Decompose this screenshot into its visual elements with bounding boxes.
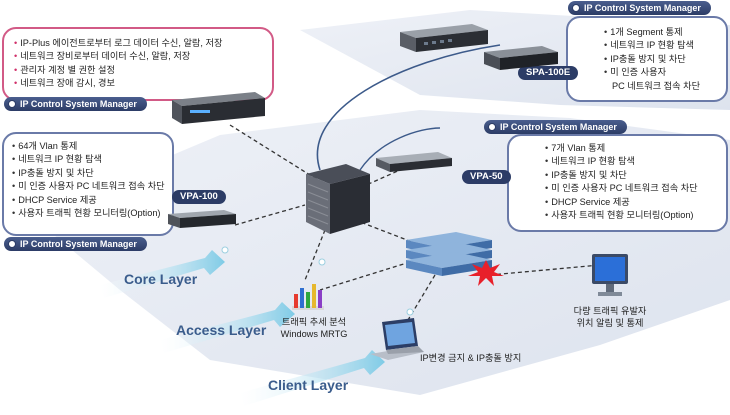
access-switch-icon [406,232,492,276]
manager-features-box: IP-Plus 에이전트로부터 로그 데이터 수신, 알람, 저장 네트워크 장… [2,27,274,101]
vpa50-feature-2: 네트워크 IP 현황 탐색 [545,155,726,168]
link-core-mrtg [304,229,326,281]
vpa50-features-box: 7개 Vlan 통제 네트워크 IP 현황 탐색 IP충돌 방지 및 차단 미 … [507,134,728,232]
link-access-laptop [404,274,436,326]
spa100e-feature-4: 미 인증 사용자 [604,66,726,79]
vpa50-device-icon [376,152,452,172]
link-access-monitor [489,264,601,276]
link-access-mrtg [319,261,411,291]
core-layer-arrow [100,250,225,298]
vpa100-feature-6: 사용자 트래픽 현황 모니터링(Option) [12,207,172,220]
client-layer-label: Client Layer [268,377,349,393]
link-core-spa100e [316,44,501,171]
monitor-label-line1: 다량 트래픽 유발자 [573,306,647,316]
manager-feature-3: 관리자 계정 별 권한 설정 [14,64,272,77]
spa100e-features-box: 1개 Segment 통제 네트워크 IP 현황 탐색 IP충돌 방지 및 차단… [566,16,728,102]
client-layer-arrow [240,350,385,406]
vpa100-features-box: 64개 Vlan 통제 네트워크 IP 현황 탐색 IP충돌 방지 및 차단 미… [2,132,174,236]
vpa100-device-icon [168,210,236,228]
manager-caption-mid-left: IP Control System Manager [4,237,147,251]
vpa50-feature-4: 미 인증 사용자 PC 네트워크 접속 차단 [545,182,726,195]
link-core-vpa50-curve [359,127,441,171]
monitor-icon [592,254,628,296]
vpa50-tag: VPA-50 [462,170,511,184]
manager-feature-1: IP-Plus 에이전트로부터 로그 데이터 수신, 알람, 저장 [14,37,272,50]
access-layer-arrow [160,302,295,353]
mrtg-label-line2: Windows MRTG [280,329,348,339]
laptop-label: IP변경 금지 & IP충돌 방지 [420,353,522,363]
spa100e-feature-4-cont: PC 네트워크 접속 차단 [612,80,701,91]
spa100e-feature-1: 1개 Segment 통제 [604,26,726,39]
vpa50-feature-5: DHCP Service 제공 [545,196,726,209]
access-layer-label: Access Layer [176,322,267,338]
manager-feature-4: 네트워크 장애 감시, 경보 [14,77,272,90]
manager-caption-top-right: IP Control System Manager [568,1,711,15]
vpa100-feature-3: IP충돌 방지 및 차단 [12,167,172,180]
mrtg-label: 트래픽 추세 분석 Windows MRTG [274,316,354,340]
vpa100-feature-1: 64개 Vlan 통제 [12,140,172,153]
spa100e-device-icon [400,24,558,70]
conflict-burst-icon [468,260,504,286]
spa100e-tag: SPA-100E [518,66,579,80]
mrtg-chart-icon [292,284,324,310]
mrtg-label-line1: 트래픽 추세 분석 [281,317,347,327]
link-manager-core [229,124,319,181]
vpa100-feature-2: 네트워크 IP 현황 탐색 [12,153,172,166]
monitor-label-line2: 위치 알림 및 통제 [576,318,644,328]
core-layer-label: Core Layer [124,271,198,287]
manager-feature-2: 네트워크 장비로부터 데이터 수신, 알람, 저장 [14,50,272,63]
manager-caption-mid-right: IP Control System Manager [484,120,627,134]
vpa50-feature-1: 7개 Vlan 통제 [545,142,726,155]
laptop-icon [370,318,424,360]
core-switch-icon [306,164,370,234]
vpa100-feature-5: DHCP Service 제공 [12,194,172,207]
vpa50-feature-3: IP충돌 방지 및 차단 [545,169,726,182]
monitor-label: 다량 트래픽 유발자 위치 알림 및 통제 [560,305,660,329]
manager-server-icon [172,92,265,124]
manager-caption-top-left: IP Control System Manager [4,97,147,111]
vpa100-feature-4: 미 인증 사용자 PC 네트워크 접속 차단 [12,180,172,193]
spa100e-feature-2: 네트워크 IP 현황 탐색 [604,39,726,52]
link-vpa100-core [234,204,306,226]
vpa100-tag: VPA-100 [172,190,226,204]
spa100e-feature-3: IP충돌 방지 및 차단 [604,53,726,66]
vpa50-feature-6: 사용자 트래픽 현황 모니터링(Option) [545,209,726,222]
